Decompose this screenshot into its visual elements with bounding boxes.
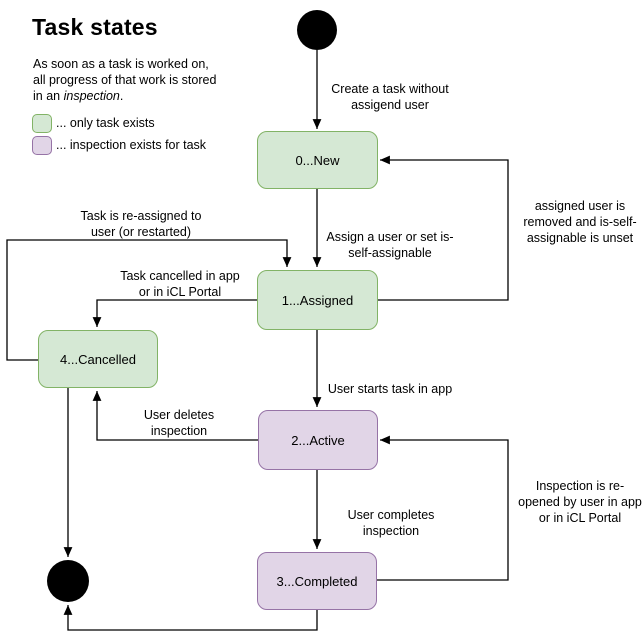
diagram-description: As soon as a task is worked on, all prog… [33, 56, 216, 104]
state-assigned: 1...Assigned [257, 270, 378, 330]
transition-label-reassign: Task is re-assigned to user (or restarte… [80, 209, 202, 239]
description-line-2: all progress of that work is stored [33, 73, 217, 87]
inspection-color-swatch-icon [32, 135, 52, 155]
arrow-cancel [92, 299, 257, 327]
final-state-icon [47, 560, 89, 602]
state-new: 0...New [257, 131, 378, 189]
transition-label-complete: User completes inspection [347, 508, 435, 538]
legend-item-inspection: ... inspection exists for task [32, 134, 206, 156]
arrow-unassign [378, 155, 509, 301]
legend: ... only task exists ... inspection exis… [32, 112, 206, 156]
transition-label-create: Create a task without assigend user [331, 82, 449, 112]
page-title: Task states [32, 14, 158, 40]
arrow-reassign [6, 239, 292, 361]
arrow-completed-to-final [63, 605, 318, 631]
state-active: 2...Active [258, 410, 378, 470]
task-color-swatch-icon [32, 113, 52, 133]
legend-label-inspection: ... inspection exists for task [56, 138, 207, 152]
transition-label-reopen: Inspection is re- opened by user in app … [518, 479, 642, 525]
arrow-reopen [377, 435, 509, 581]
state-cancelled: 4...Cancelled [38, 330, 158, 388]
transition-label-cancel: Task cancelled in app or in iCL Portal [120, 269, 240, 299]
description-line-1: As soon as a task is worked on, [33, 57, 209, 71]
initial-state-icon [297, 10, 337, 50]
legend-label-task: ... only task exists [56, 116, 155, 130]
transition-label-delete: User deletes inspection [143, 408, 215, 438]
transition-label-start: User starts task in app [327, 382, 453, 396]
arrow-delete [92, 391, 258, 441]
legend-item-task: ... only task exists [32, 112, 206, 134]
description-line-3: in an inspection. [33, 89, 124, 103]
transition-label-assign: Assign a user or set is- self-assignable [326, 230, 454, 260]
transition-label-unassign: assigned user is removed and is-self- as… [523, 199, 637, 245]
state-completed: 3...Completed [257, 552, 377, 610]
